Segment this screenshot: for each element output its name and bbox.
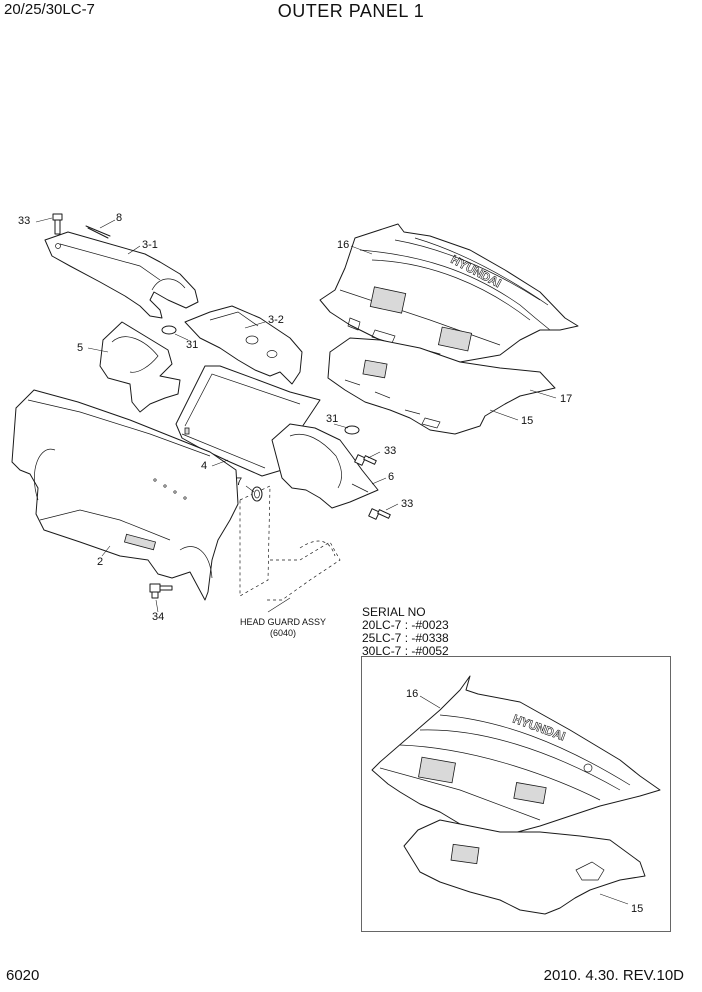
callout-16: 16 — [337, 239, 350, 251]
leader-6 — [371, 477, 387, 485]
callout-8: 8 — [116, 212, 123, 224]
bolt-33-upper — [52, 213, 63, 235]
leader-3-1 — [127, 245, 141, 255]
leader-33c — [385, 503, 399, 511]
leader-17 — [529, 389, 557, 399]
callout-33-mid: 33 — [384, 445, 397, 457]
head-guard-note-line2: (6040) — [269, 628, 296, 638]
bolt-33-lower — [368, 508, 391, 520]
leader-3-2 — [244, 321, 266, 329]
leader-33b — [367, 451, 381, 459]
leader-4 — [211, 459, 229, 467]
leader-34 — [155, 599, 159, 613]
leader-31b — [333, 423, 349, 429]
leader-31a — [174, 333, 189, 341]
panel-6 — [271, 423, 379, 509]
leader-8 — [99, 219, 116, 229]
panel-3-1 — [44, 231, 199, 319]
page-number: 6020 — [6, 967, 40, 984]
inset-frame — [361, 656, 671, 932]
floor-pad-15 — [327, 337, 556, 435]
leader-15 — [489, 409, 519, 421]
panel-3-2 — [184, 305, 303, 385]
callout-15: 15 — [521, 415, 534, 427]
callout-34: 34 — [152, 611, 165, 623]
callout-6: 6 — [388, 471, 395, 483]
head-guard-note-line1: HEAD GUARD ASSY — [239, 617, 327, 627]
revision-date: 2010. 4.30. REV.10D — [543, 967, 684, 984]
bolt-34 — [149, 583, 173, 599]
rear-panel-2 — [11, 389, 239, 601]
bolt-33-mid — [354, 454, 377, 466]
head-guard-frame — [239, 485, 341, 601]
callout-4: 4 — [201, 460, 208, 472]
serial-number-note: SERIAL NO 20LC-7 : -#0023 25LC-7 : -#033… — [362, 606, 449, 658]
callout-3-2: 3-2 — [268, 314, 284, 326]
page-title: OUTER PANEL 1 — [277, 1, 425, 21]
pin-8 — [85, 225, 111, 239]
leader-2 — [101, 545, 111, 557]
leader-head-guard — [267, 597, 291, 613]
serial-heading: SERIAL NO — [362, 605, 426, 619]
floor-mat-16: HYUNDAI — [319, 223, 579, 363]
callout-33-upper: 33 — [18, 215, 31, 227]
head-guard-note: HEAD GUARD ASSY (6040) — [218, 617, 348, 639]
callout-15-inset: 15 — [631, 903, 644, 915]
callout-17: 17 — [560, 393, 573, 405]
clip-31-upper — [161, 325, 177, 335]
model-label: 20/25/30LC-7 — [4, 1, 95, 18]
leader-33a — [35, 217, 53, 223]
callout-5: 5 — [77, 342, 84, 354]
grommet-7 — [251, 486, 263, 502]
leader-5 — [87, 347, 109, 353]
inset-floor-pad-15 — [403, 819, 646, 915]
panel-5 — [99, 321, 181, 413]
leader-7 — [245, 485, 255, 493]
leader-16-inset — [419, 695, 441, 709]
callout-31-lower: 31 — [326, 413, 339, 425]
leader-16 — [350, 245, 373, 255]
callout-16-inset: 16 — [406, 688, 419, 700]
callout-31-upper: 31 — [186, 339, 199, 351]
clip-31-lower — [344, 425, 360, 435]
serial-line-25lc: 25LC-7 : -#0338 — [362, 631, 449, 645]
callout-2: 2 — [97, 556, 104, 568]
callout-33-lower: 33 — [401, 498, 414, 510]
serial-line-30lc: 30LC-7 : -#0052 — [362, 644, 449, 658]
callout-3-1: 3-1 — [142, 239, 158, 251]
leader-15-inset — [599, 893, 629, 905]
callout-7: 7 — [236, 476, 243, 488]
serial-line-20lc: 20LC-7 : -#0023 — [362, 618, 449, 632]
